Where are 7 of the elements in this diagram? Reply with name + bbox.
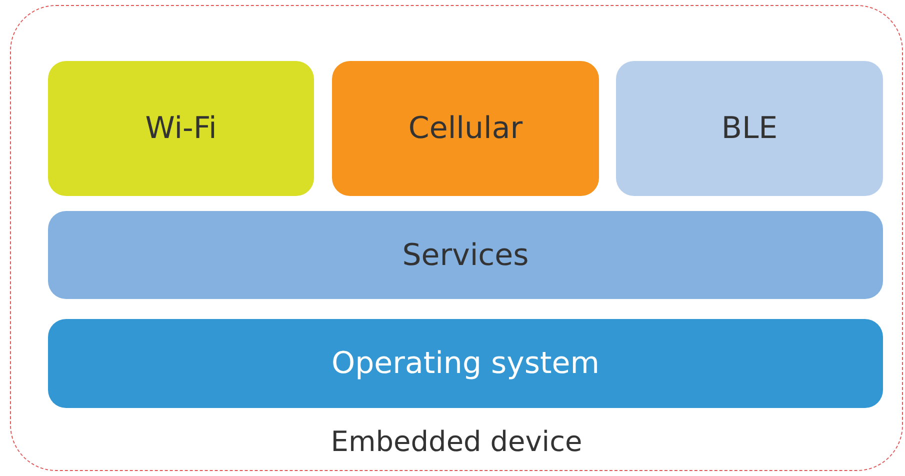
- layer-box: BLE: [616, 61, 883, 196]
- layer-box: Cellular: [332, 61, 599, 196]
- layer-bar: Services: [48, 211, 883, 299]
- device-frame: [10, 5, 903, 471]
- device-label: Embedded device: [330, 425, 582, 458]
- layer-box: Wi-Fi: [48, 61, 314, 196]
- layer-bar: Operating system: [48, 319, 883, 408]
